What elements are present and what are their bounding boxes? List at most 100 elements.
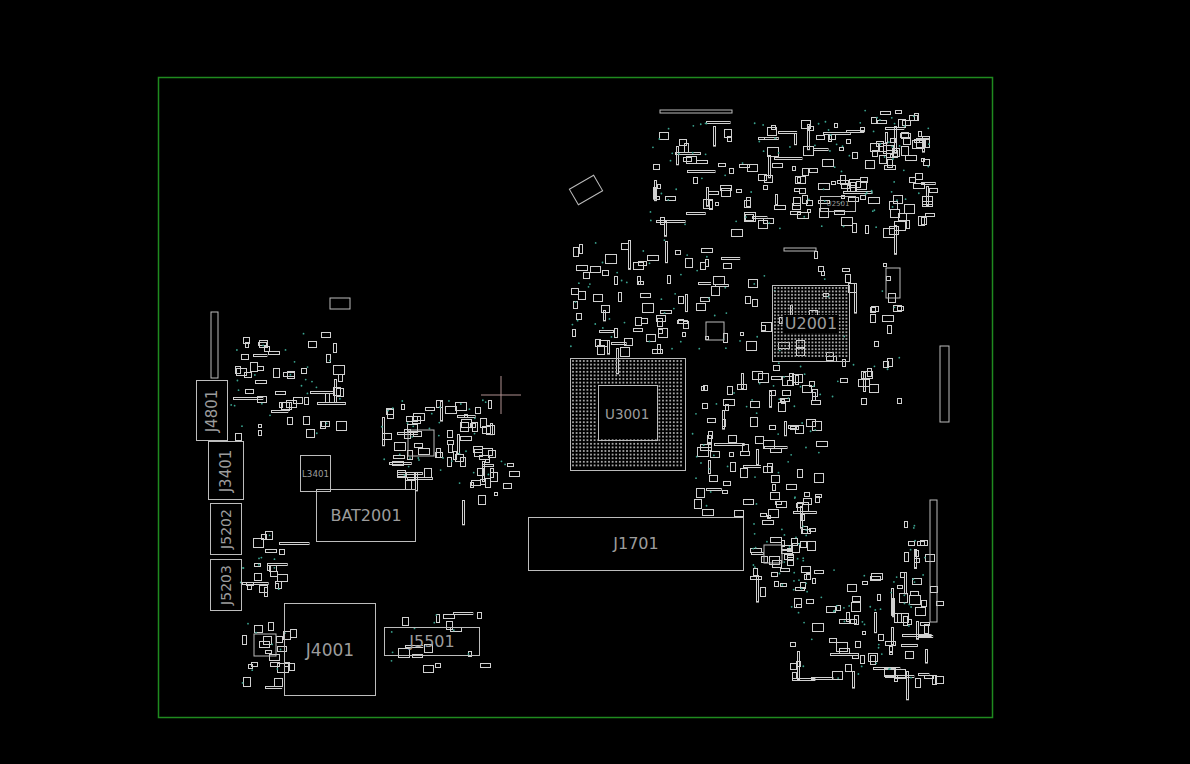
bga-pad (590, 418, 592, 420)
bga-pad (579, 382, 581, 384)
smd-part (863, 582, 868, 585)
smd-part (309, 342, 317, 348)
smd-part (815, 252, 818, 259)
bga-pad (812, 287, 814, 289)
bga-pad (612, 443, 614, 445)
bga-pad (630, 450, 632, 452)
bga-pad (587, 447, 589, 449)
bga-pad (673, 418, 675, 420)
bga-pad (659, 403, 661, 405)
bga-pad (784, 355, 786, 357)
via (504, 464, 506, 466)
via (705, 153, 707, 155)
bga-pad (576, 378, 578, 380)
bga-pad (784, 348, 786, 350)
bga-pad (601, 371, 603, 373)
bga-pad (662, 447, 664, 449)
bga-pad (662, 360, 664, 362)
smd-part (748, 165, 758, 172)
bga-pad (623, 457, 625, 459)
bga-pad (673, 457, 675, 459)
bga-pad (801, 301, 803, 303)
smd-part (741, 333, 744, 336)
via (802, 557, 804, 559)
bga-pad (801, 287, 803, 289)
smd-part (795, 189, 800, 192)
bga-pad (579, 414, 581, 416)
bga-pad (633, 457, 635, 459)
bga-pad (572, 378, 574, 380)
smd-part (278, 664, 289, 673)
smd-part (486, 479, 491, 488)
bga-pad (583, 465, 585, 467)
smd-part (791, 664, 797, 670)
bga-pad (822, 297, 824, 299)
via (708, 298, 710, 300)
smd-part (737, 190, 742, 193)
smd-part (771, 538, 782, 543)
smd-part (802, 121, 811, 129)
via (904, 603, 906, 605)
smd-part (683, 333, 686, 337)
bga-pad (605, 450, 607, 452)
bga-pad (583, 454, 585, 456)
via (896, 199, 898, 201)
via (768, 222, 770, 224)
smd-part (243, 583, 269, 585)
bga-pad (666, 385, 668, 387)
smd-part (246, 390, 254, 394)
smd-part (875, 342, 879, 347)
bga-pad (590, 411, 592, 413)
smd-part (270, 655, 280, 661)
smd-part (926, 214, 935, 217)
smd-part (762, 326, 766, 331)
via (843, 226, 845, 228)
bga-pad (666, 378, 668, 380)
via (784, 534, 786, 536)
bga-pad (662, 367, 664, 369)
smd-part (853, 224, 857, 233)
bga-pad (818, 308, 820, 310)
bga-pad (572, 457, 574, 459)
bga-pad (669, 371, 671, 373)
bga-pad (590, 389, 592, 391)
bga-pad (680, 378, 682, 380)
smd-part (871, 656, 876, 665)
via (588, 286, 590, 288)
bga-pad (666, 400, 668, 402)
via (778, 398, 780, 400)
bga-pad (655, 465, 657, 467)
smd-part (687, 213, 706, 215)
smd-part (862, 399, 867, 405)
smd-part (726, 405, 729, 411)
smd-part (916, 551, 919, 557)
smd-part (383, 418, 385, 446)
bga-pad (579, 393, 581, 395)
bga-pad (572, 371, 574, 373)
smd-part (822, 272, 825, 276)
smd-part (480, 456, 490, 460)
smd-part (798, 178, 801, 183)
bga-pad (644, 360, 646, 362)
smd-part (481, 419, 487, 428)
smd-part (899, 120, 906, 128)
smd-part (751, 549, 762, 553)
via (814, 429, 816, 431)
bga-pad (677, 432, 679, 434)
via (674, 293, 676, 295)
bga-pad (633, 364, 635, 366)
smd-part (772, 377, 782, 380)
via (451, 460, 453, 462)
smd-part (902, 645, 918, 647)
bga-pad (648, 378, 650, 380)
smd-part (898, 586, 903, 589)
bga-pad (576, 364, 578, 366)
smd-part (741, 469, 748, 478)
bga-pad (623, 360, 625, 362)
bga-pad (791, 342, 793, 344)
bga-pad (648, 447, 650, 449)
bga-pad (666, 375, 668, 377)
bga-pad (623, 367, 625, 369)
bga-pad (680, 396, 682, 398)
via (701, 177, 703, 179)
